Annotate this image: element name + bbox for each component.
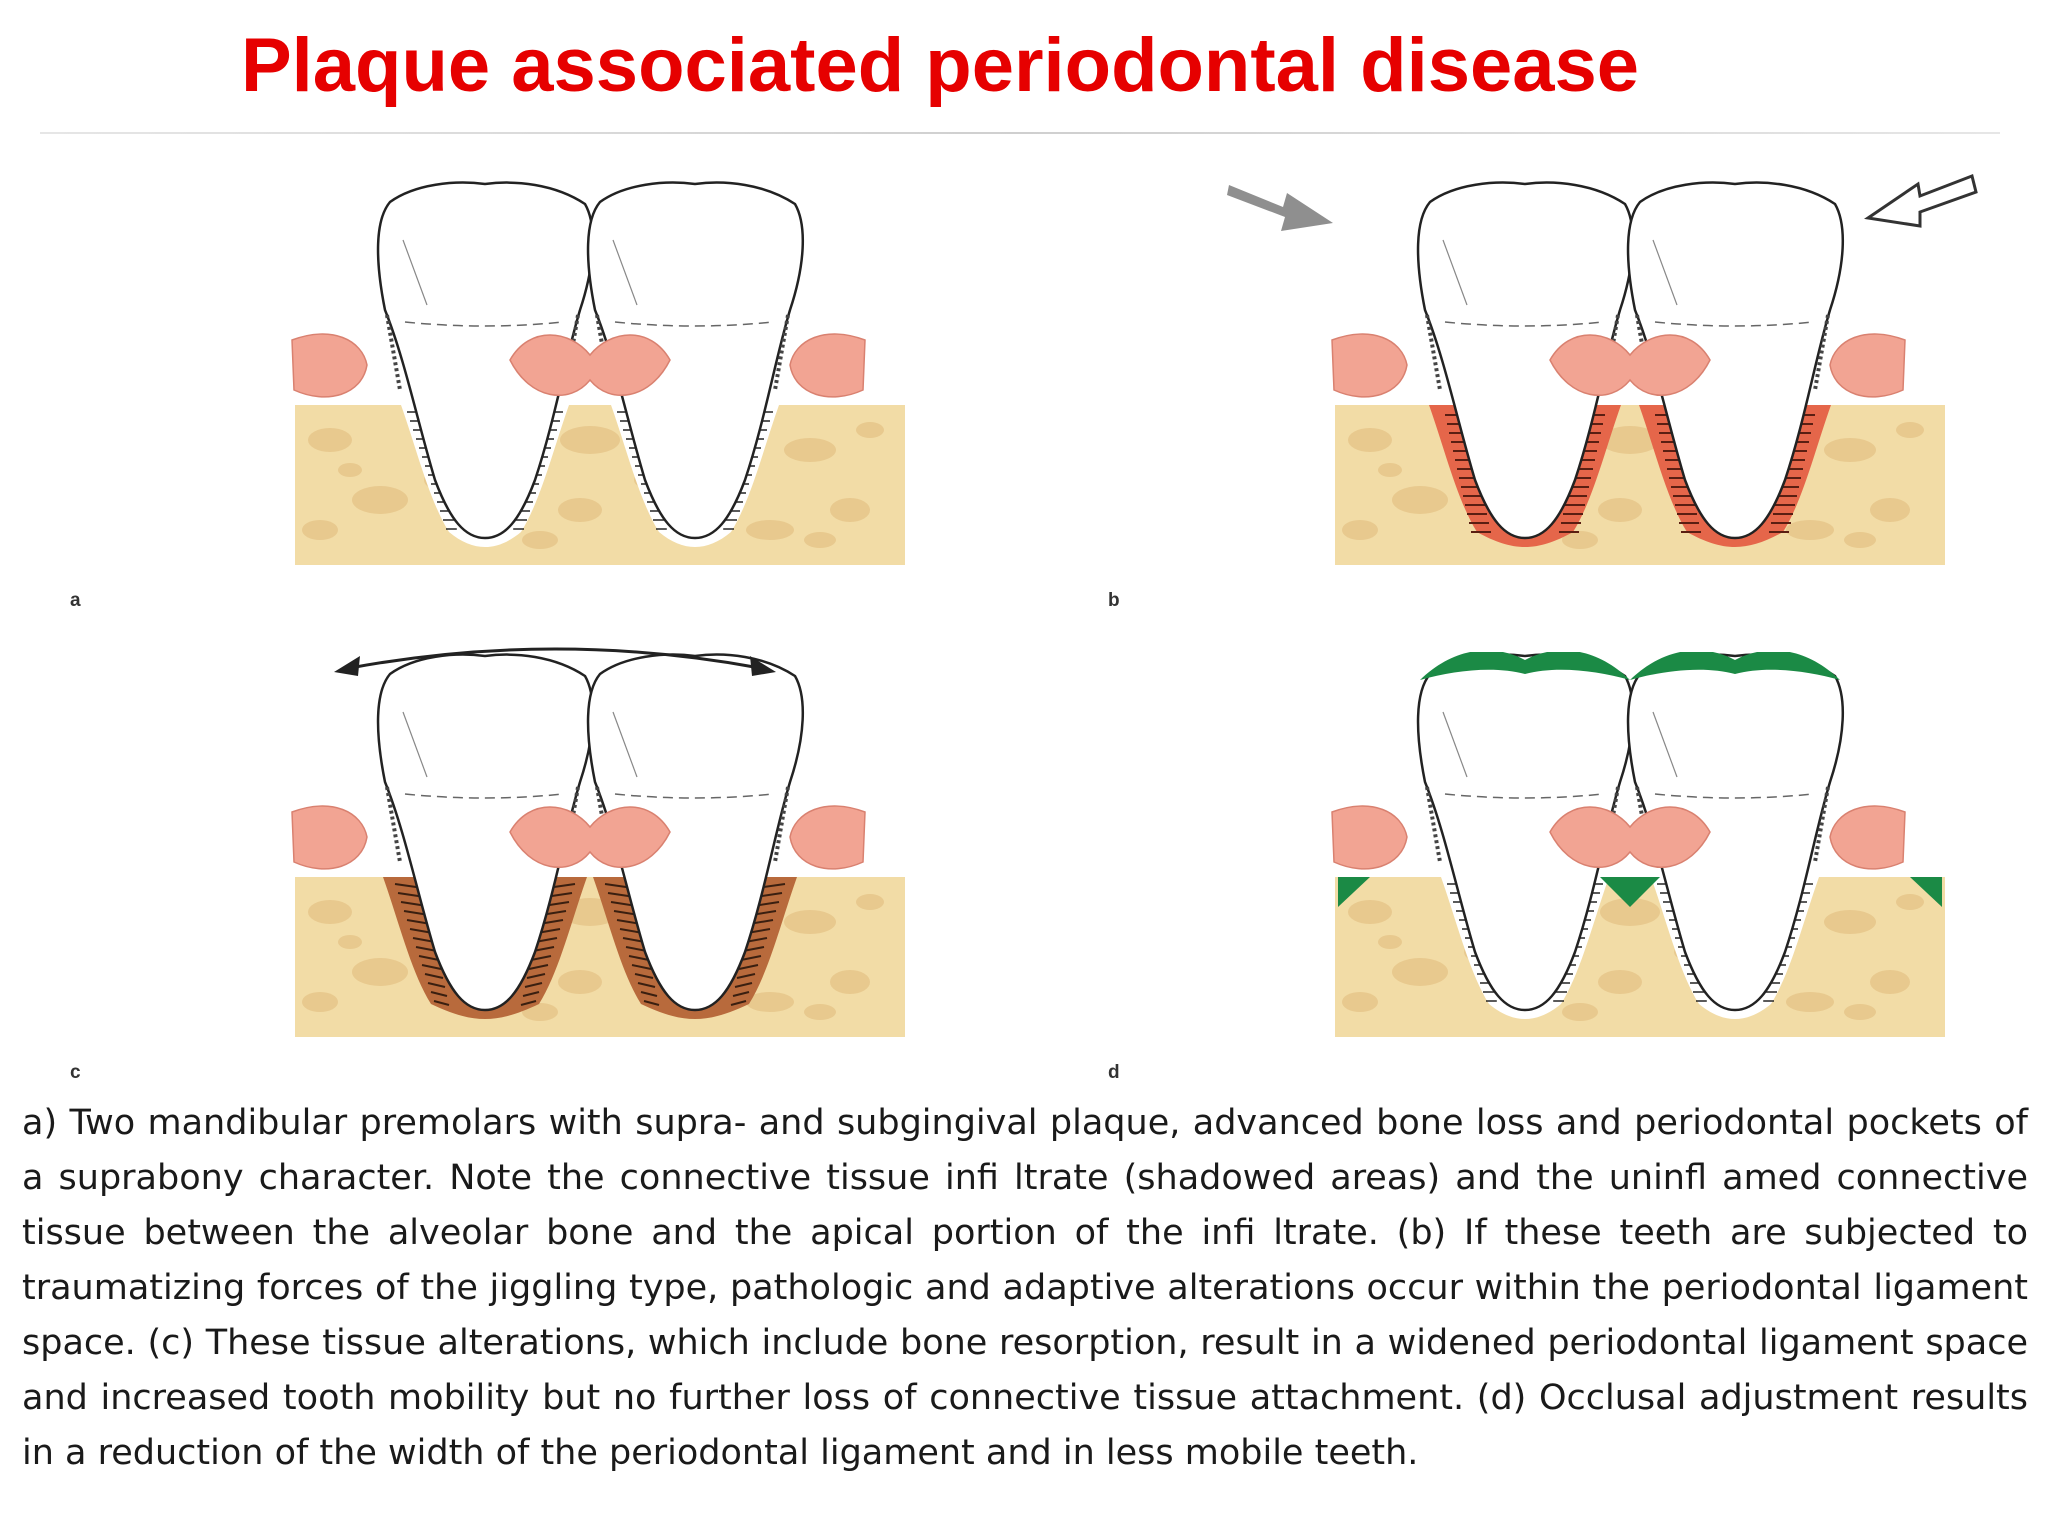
panel-label-b: b [1108,590,1120,611]
alveolar-bone [295,877,905,1037]
title-divider [40,132,2000,134]
alveolar-bone [1335,877,1945,1037]
gingiva [291,805,866,870]
panel-b-illustration [1331,181,1945,565]
panel-c-illustration [291,653,905,1037]
force-arrow-outline-icon [1864,173,1978,228]
panel-label-a: a [70,590,81,611]
premolar-teeth [1416,181,1845,540]
panel-label-d: d [1108,1062,1120,1083]
gingiva [1331,333,1906,398]
panel-d [1330,652,1950,1082]
alveolar-bone [295,405,905,565]
premolar-teeth [376,653,805,1012]
panel-b [1330,180,1950,610]
occlusal-adjustment-areas [1338,652,1942,907]
gingiva [291,333,866,398]
mobility-arrow-icon [334,647,776,676]
figure-caption: a) Two mandibular premolars with supra- … [22,1103,2028,1473]
gingiva [1331,805,1906,870]
alveolar-bone [1335,405,1945,565]
panel-label-c: c [70,1062,81,1083]
periodontal-ligament-inflamed [1429,405,1831,547]
panel-c [290,652,910,1082]
force-arrow-filled-icon [1227,185,1333,231]
panel-a-illustration [291,181,905,565]
slide-title: Plaque associated periodontal disease [240,23,1640,108]
panel-d-illustration [1331,652,1945,1037]
premolar-teeth [376,181,805,540]
panel-a [290,180,910,610]
